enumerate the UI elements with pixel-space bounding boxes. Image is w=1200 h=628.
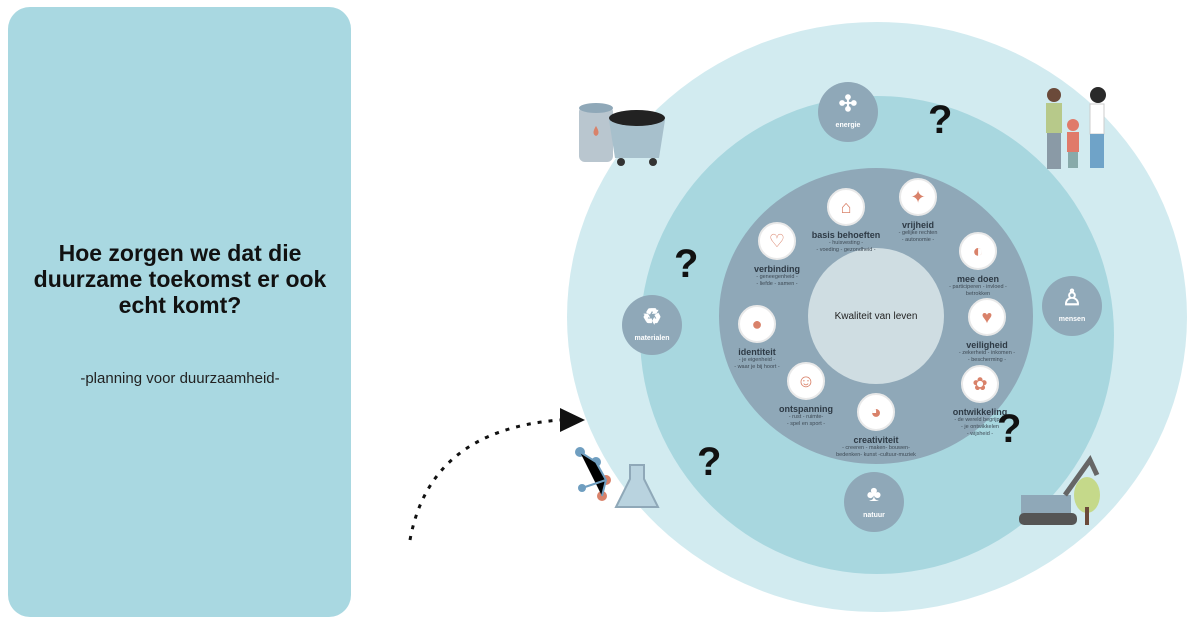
resource-energie: ✣ energie <box>818 82 878 142</box>
resource-label: energie <box>835 122 861 129</box>
heart-shield-icon: ♥ <box>968 298 1006 336</box>
need-label: vrijheid <box>901 220 934 230</box>
need-label: mee doen <box>956 274 999 284</box>
tree-icon: ♣ <box>866 481 882 506</box>
home-icon: ⌂ <box>827 188 865 226</box>
resource-label: natuur <box>863 512 885 519</box>
need-description: - zekerheid - inkomen - - bescherming - <box>958 350 1016 363</box>
identity-icon: ● <box>738 305 776 343</box>
resource-mensen: ♙ mensen <box>1042 276 1102 336</box>
bird-icon: ✦ <box>899 178 937 216</box>
question-mark: ? <box>928 98 953 142</box>
need-description: - de wereld begrijpen - je ontwikkelen -… <box>954 417 1006 437</box>
need-description: - rust - ruimte- - spel en sport - <box>786 414 826 427</box>
need-vrijheid: ✦ vrijheid- gelijke rechten - autonomie - <box>853 178 983 244</box>
need-verbinding: ♡ verbinding- geneegenheid - - liefde - s… <box>712 222 842 288</box>
need-label: veiligheid <box>966 340 1008 350</box>
flowers-icon: ✿ <box>961 365 999 403</box>
oil-barrel-coal-cart-icon <box>579 103 665 166</box>
excavator-tree-icon <box>1019 455 1100 525</box>
panel-subtitle: -planning voor duurzaamheid- <box>80 370 280 387</box>
center-circle: Kwaliteit van leven <box>808 248 944 384</box>
need-description: - participeren - invloed - betrokken <box>949 284 1007 297</box>
resource-natuur: ♣ natuur <box>844 472 904 532</box>
family-icon <box>1046 87 1106 169</box>
wind-turbine-icon: ✣ <box>838 91 858 116</box>
dashed-arrow <box>408 408 585 541</box>
need-description: - huisvesting - - voeding - gezondheid - <box>816 240 876 253</box>
need-label: creativiteit <box>853 435 899 445</box>
need-label: ontspanning <box>779 404 833 414</box>
hug-icon: ♡ <box>758 222 796 260</box>
need-description: - gelijke rechten - autonomie - <box>898 230 938 243</box>
need-description: - creeren - maken- bouwen- bedenken- kun… <box>836 445 916 458</box>
need-basis-behoeften: ⌂ basis behoeften- huisvesting - - voedin… <box>781 188 911 254</box>
panel-title: Hoe zorgen we dat die duurzame toekomst … <box>33 240 327 318</box>
need-mee-doen: ◐ mee doen- participeren - invloed - betr… <box>913 232 1043 298</box>
relax-icon: ☺ <box>787 362 825 400</box>
need-description: - je eigenheid - - waar je bij hoort - <box>734 357 780 370</box>
question-mark: ? <box>697 440 722 484</box>
text-panel <box>8 7 351 617</box>
need-label: ontwikkeling <box>952 407 1008 417</box>
need-veiligheid: ♥ veiligheid- zekerheid - inkomen - - bes… <box>922 298 1052 364</box>
resource-label: materialen <box>634 335 670 342</box>
need-ontwikkeling: ✿ ontwikkeling- de wereld begrijpen - je … <box>915 365 1045 438</box>
question-mark: ? <box>997 407 1022 451</box>
palette-icon: ◕ <box>857 393 895 431</box>
need-identiteit: ● identiteit- je eigenheid - - waar je bi… <box>692 305 822 371</box>
molecule-flask-icon <box>575 447 660 508</box>
person-icon: ♙ <box>1062 285 1082 310</box>
need-creativiteit: ◕ creativiteit- creeren - maken- bouwen- … <box>811 393 941 459</box>
resource-label: mensen <box>1058 316 1086 323</box>
question-mark: ? <box>674 242 699 286</box>
megaphone-icon: ◐ <box>959 232 997 270</box>
need-description: - geneegenheid - - liefde - samen - <box>756 274 798 287</box>
need-label: verbinding <box>753 264 800 274</box>
recycle-icon: ♻ <box>642 304 662 329</box>
resource-materialen: ♻ materialen <box>622 295 682 355</box>
need-label: basis behoeften <box>811 230 881 240</box>
need-ontspanning: ☺ ontspanning- rust - ruimte- - spel en s… <box>741 362 871 428</box>
need-label: identiteit <box>738 347 776 357</box>
